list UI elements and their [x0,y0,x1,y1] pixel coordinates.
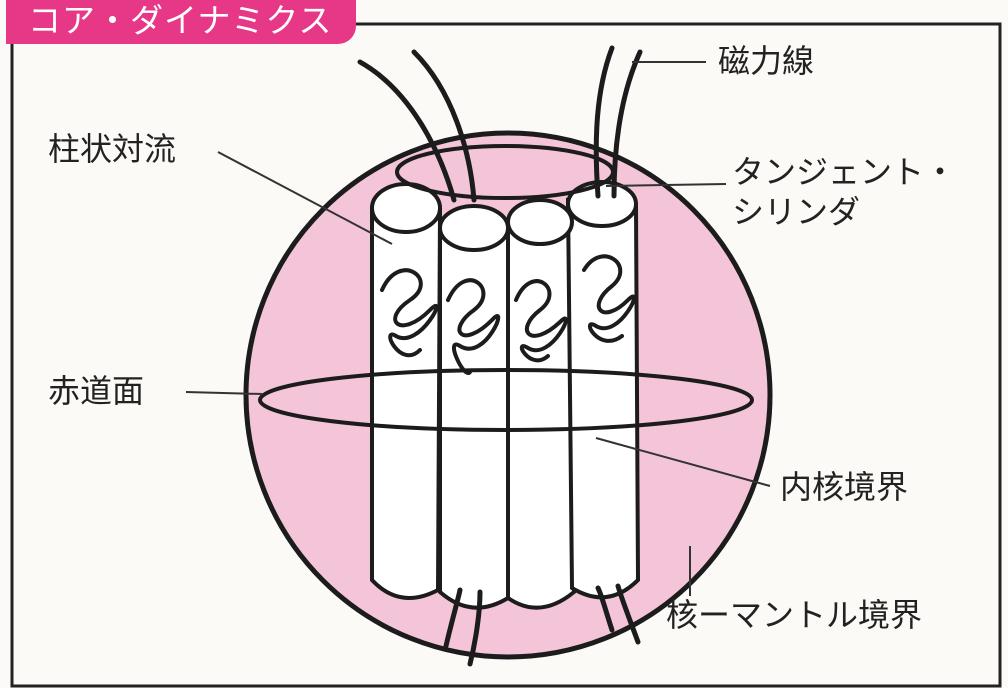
label-magnetic-field-lines: 磁力線 [718,42,814,80]
diagram-title: コア・ダイナミクス [6,0,356,44]
label-tangent-cylinder: タンジェント・ シリンダ [732,152,956,232]
column-4-top [568,182,636,226]
column-2 [440,228,508,608]
label-core-mantle-boundary: 核ーマントル境界 [666,596,922,634]
column-3-top [508,200,572,244]
label-tangent-cylinder-line1: タンジェント・ [732,152,956,192]
column-2-top [440,206,508,250]
label-columnar-convection: 柱状対流 [48,130,176,168]
label-equatorial-plane: 赤道面 [48,372,144,410]
column-4 [568,200,638,597]
label-inner-core-boundary: 内核境界 [780,468,908,506]
label-tangent-cylinder-line2: シリンダ [732,192,956,232]
convection-columns [372,182,638,608]
column-1 [372,208,440,598]
